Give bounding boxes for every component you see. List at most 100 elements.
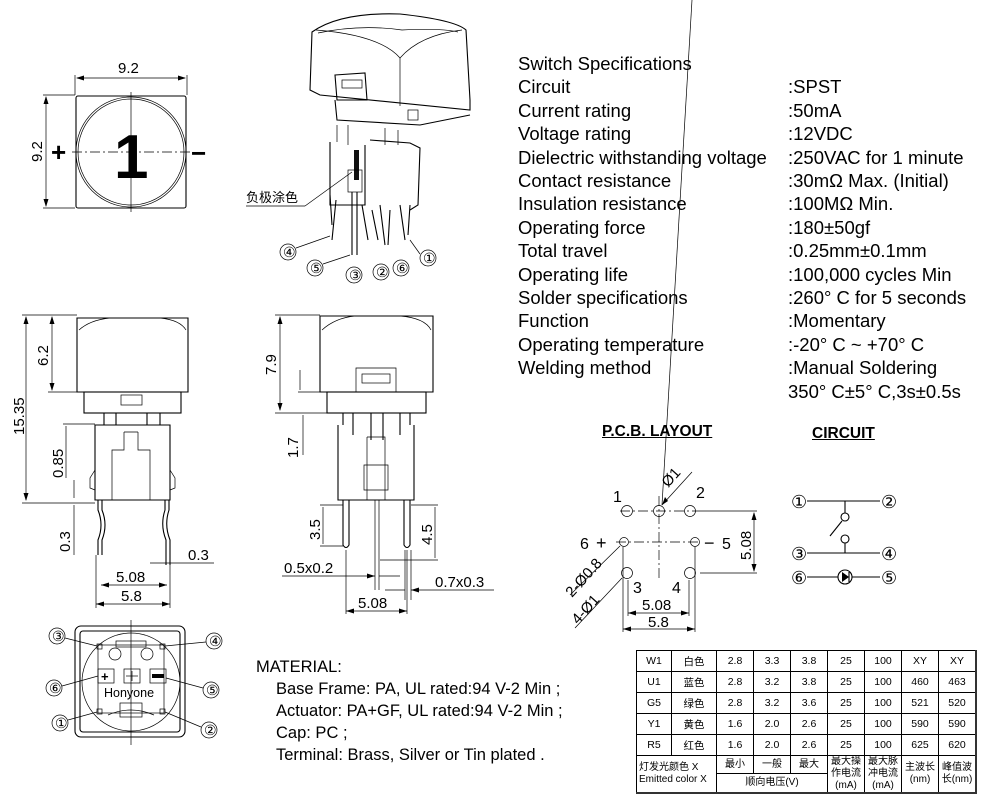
dim-03-left: 0.3: [57, 531, 74, 552]
bottom-pin-4: ④: [209, 633, 222, 649]
bottom-pin-3: ③: [52, 628, 65, 644]
cell-vmax: 3.8: [790, 671, 828, 693]
dim-508-side: 5.08: [116, 569, 145, 586]
cell-code: G5: [636, 692, 672, 714]
cell-peak: 620: [938, 734, 977, 756]
circuit-pin-1: ①: [791, 492, 807, 512]
cell-vmin: 2.8: [716, 671, 754, 693]
spec-row: Operating temperature:-20° C ~ +70° C: [518, 333, 966, 356]
circuit-title: CIRCUIT: [812, 425, 875, 442]
spec-value: :50mA: [788, 99, 842, 121]
spec-label: Function: [518, 310, 589, 332]
bottom-view: + Honyone ③ ④ ⑥ ⑤ ① ②: [45, 620, 223, 745]
cell-if: 25: [827, 734, 865, 756]
spec-label: Contact resistance: [518, 170, 672, 192]
dim-79: 7.9: [263, 354, 280, 375]
led-diode-icon: [842, 572, 849, 582]
table-header-row: 灯发光颜色 X Emitted color X 最小 一般 最大 最大操作电流(…: [636, 754, 977, 794]
svg-text:+: +: [101, 669, 109, 684]
cell-ifp: 100: [864, 713, 902, 735]
cell-vmin: 1.6: [716, 734, 754, 756]
spec-label: Insulation resistance: [518, 193, 687, 215]
spec-value: :260° C for 5 seconds: [788, 287, 967, 309]
header-emitted-en: Emitted color X: [639, 774, 707, 785]
spec-value: :Manual Soldering: [788, 357, 938, 379]
top-view: 9.2 9.2 1 + −: [29, 60, 206, 212]
cell-dom: 590: [901, 713, 939, 735]
cell-vmax: 3.8: [790, 650, 828, 672]
iso-pin-6: ⑥: [396, 260, 409, 276]
header-vmax: 最大: [790, 754, 828, 775]
cell-dom: 625: [901, 734, 939, 756]
spec-value: :100,000 cycles Min: [788, 263, 952, 285]
spec-row: Operating force:180±50gf: [518, 216, 966, 239]
minus-sign: −: [191, 138, 206, 168]
cell-peak: 520: [938, 692, 977, 714]
top-height-dim: 9.2: [29, 141, 46, 162]
dim-03-right: 0.3: [188, 547, 209, 564]
plus-sign: +: [51, 137, 66, 167]
spec-row: Dielectric withstanding voltage:250VAC f…: [518, 146, 966, 169]
iso-pin-1: ①: [423, 250, 436, 266]
material-item: Actuator: PA+GF, UL rated:94 V-2 Min ;: [276, 702, 563, 720]
dim-total-height: 15.35: [11, 397, 28, 435]
cell-vtyp: 3.2: [753, 671, 791, 693]
bottom-pin-5: ⑤: [206, 682, 219, 698]
spec-row: Voltage rating:12VDC: [518, 122, 966, 145]
iso-pin-4: ④: [283, 244, 296, 260]
bottom-pin-2: ②: [204, 722, 217, 738]
cell-color: 红色: [671, 734, 717, 756]
spec-label: Dielectric withstanding voltage: [518, 146, 767, 168]
circuit-drawing: ① ② ③ ④ ⑥ ⑤: [791, 492, 897, 588]
pcb-plus: +: [596, 533, 607, 553]
circuit-pin-2: ②: [881, 492, 897, 512]
spec-label: Current rating: [518, 99, 632, 121]
header-vtyp: 一般: [753, 754, 791, 775]
spec-row: Circuit:SPST: [518, 75, 966, 98]
spec-value: 350° C±5° C,3s±0.5s: [788, 380, 961, 402]
pcb-dim-508-v: 5.08: [738, 531, 755, 560]
cell-vtyp: 2.0: [753, 734, 791, 756]
cell-vmin: 1.6: [716, 713, 754, 735]
iso-pin-labels: ④ ⑤ ③ ② ⑥ ①: [279, 235, 437, 284]
dim-35: 3.5: [307, 519, 324, 540]
cell-peak: 590: [938, 713, 977, 735]
pcb-pin-1: 1: [613, 489, 622, 506]
spec-label: Voltage rating: [518, 123, 632, 145]
cell-code: R5: [636, 734, 672, 756]
header-vmin: 最小: [716, 754, 754, 775]
cell-vtyp: 3.3: [753, 650, 791, 672]
spec-label: [518, 380, 788, 403]
cell-color: 绿色: [671, 692, 717, 714]
header-peak: 峰值波长(nm): [938, 755, 977, 794]
cell-dom: 460: [901, 671, 939, 693]
header-max-ifp: 最大脉冲电流(mA): [864, 755, 902, 794]
cell-code: W1: [636, 650, 672, 672]
cell-vmax: 2.6: [790, 713, 828, 735]
isometric-view: 负极涂色 ④ ⑤ ③ ② ⑥ ①: [246, 13, 471, 284]
spec-value: :30mΩ Max. (Initial): [788, 170, 949, 192]
spec-label: Solder specifications: [518, 287, 688, 309]
specs-title: Switch Specifications: [518, 53, 692, 74]
pcb-dim-508-h: 5.08: [642, 597, 671, 614]
spec-row: 350° C±5° C,3s±0.5s: [518, 380, 966, 403]
spec-value: :100MΩ Min.: [788, 193, 894, 215]
cell-peak: 463: [938, 671, 977, 693]
pcb-pin-4: 4: [672, 580, 681, 597]
cell-dom: XY: [901, 650, 939, 672]
cell-vmin: 2.8: [716, 692, 754, 714]
dim-508-front: 5.08: [358, 595, 387, 612]
pcb-pin-3: 3: [633, 580, 642, 597]
dim-05x02: 0.5x0.2: [284, 560, 333, 577]
spec-value: :-20° C ~ +70° C: [788, 333, 925, 355]
cell-ifp: 100: [864, 671, 902, 693]
